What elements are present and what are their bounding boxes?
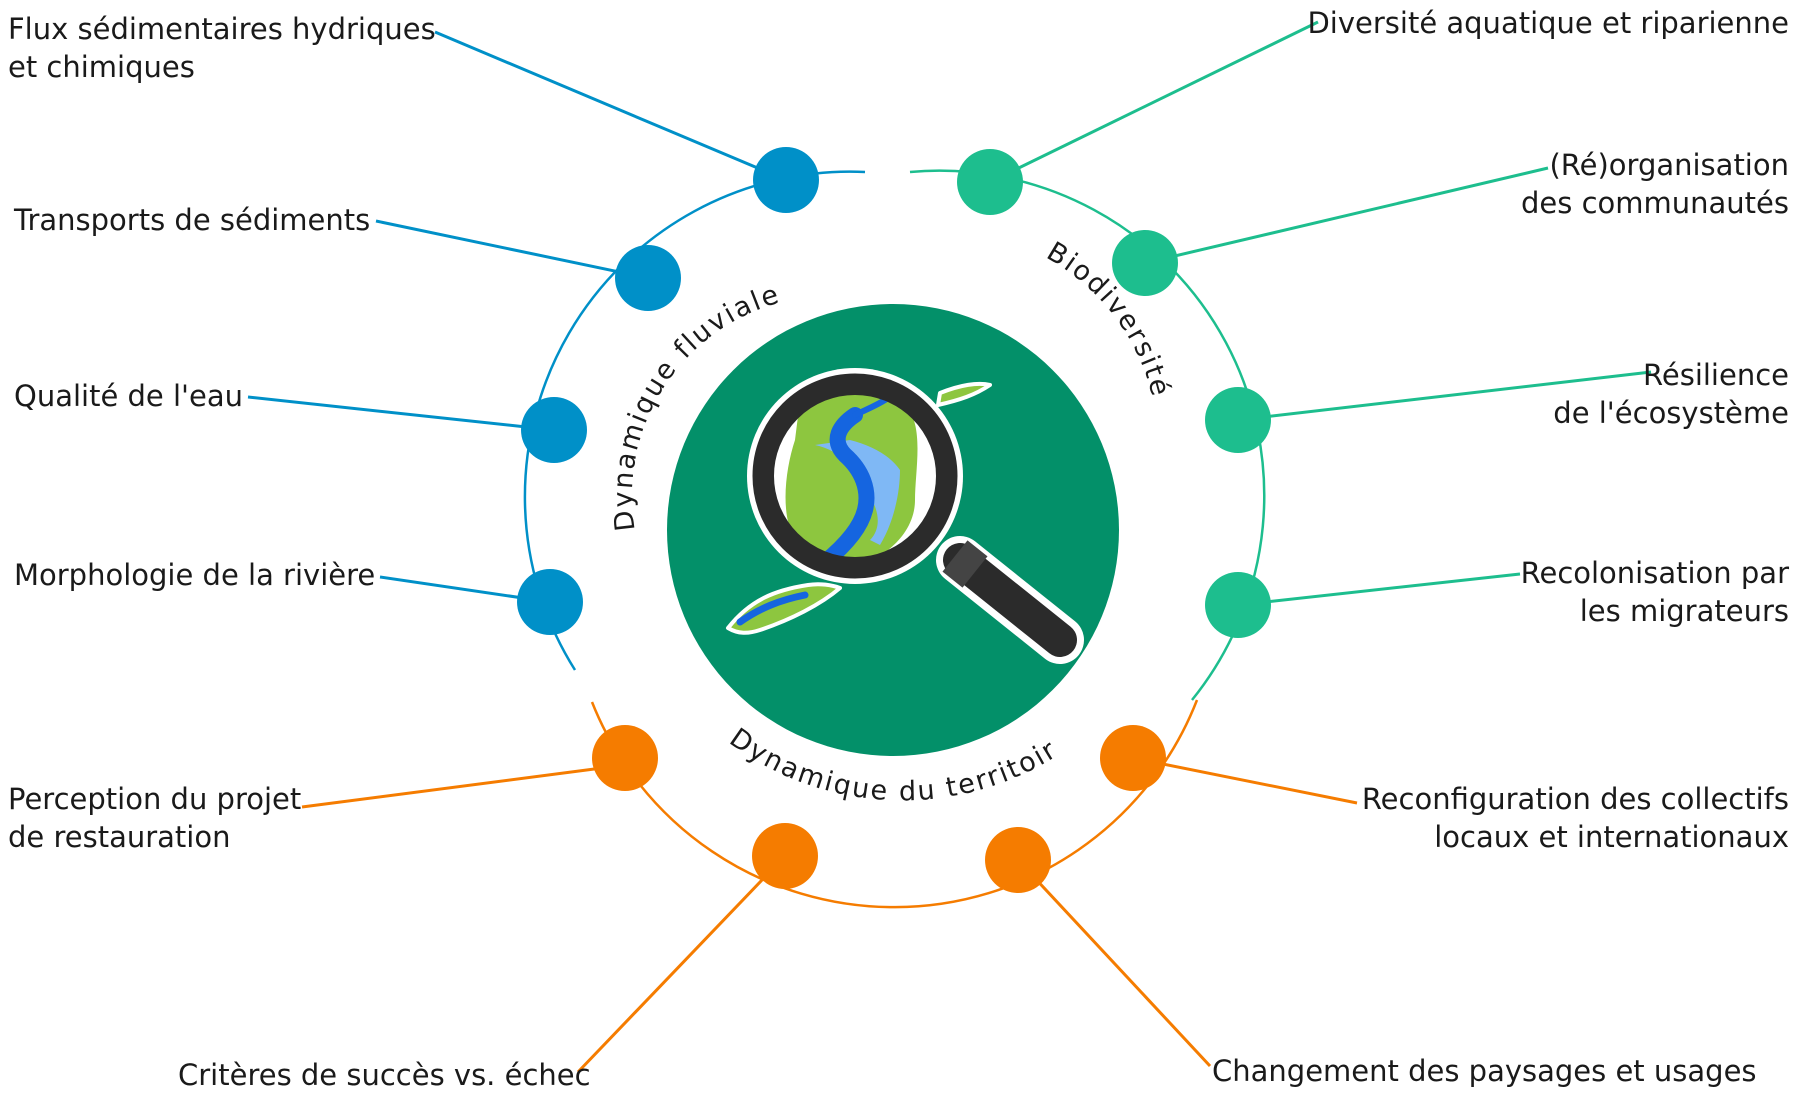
label-morphologie-line1: Morphologie de la rivière (14, 558, 376, 592)
spoke-changement (1016, 858, 1212, 1068)
label-reorganisation: (Ré)organisation des communautés (1521, 146, 1789, 222)
label-reconfiguration: Reconfiguration des collectifs locaux et… (1362, 780, 1789, 856)
node-diversite[interactable] (957, 149, 1023, 215)
label-criteres-line1: Critères de succès vs. échec (178, 1058, 591, 1092)
label-resilience-line1: Résilience (1643, 358, 1789, 392)
label-reconfiguration-line1: Reconfiguration des collectifs (1361, 782, 1789, 816)
label-morphologie: Morphologie de la rivière (14, 556, 375, 594)
spoke-diversite (989, 20, 1319, 184)
label-perception: Perception du projet de restauration (8, 780, 301, 856)
spoke-resilience (1237, 370, 1652, 422)
node-resilience[interactable] (1205, 387, 1271, 453)
arc-orange (590, 699, 1199, 909)
label-transports: Transports de sédiments (14, 201, 370, 239)
label-resilience-line2: de l'écosystème (1553, 396, 1789, 430)
label-perception-line1: Perception du projet (8, 782, 302, 816)
spoke-perception (301, 763, 626, 809)
label-recolonisation: Recolonisation par les migrateurs (1521, 554, 1789, 630)
spoke-flux (434, 30, 787, 182)
label-resilience: Résilience de l'écosystème (1553, 356, 1789, 432)
label-qualite-line1: Qualité de l'eau (14, 379, 244, 413)
label-recolonisation-line1: Recolonisation par (1520, 556, 1789, 590)
label-perception-line2: de restauration (8, 820, 231, 854)
node-perception[interactable] (592, 725, 658, 791)
node-transports[interactable] (615, 245, 681, 311)
spoke-qualite (247, 395, 555, 432)
label-criteres: Critères de succès vs. échec (178, 1056, 591, 1094)
label-diversite-line1: Diversité aquatique et riparienne (1307, 6, 1789, 40)
label-flux-line2: et chimiques (8, 50, 195, 84)
spoke-criteres (576, 854, 787, 1074)
node-recolonisation[interactable] (1205, 572, 1271, 638)
magnifying-glass-river-icon (726, 368, 1084, 664)
label-reorganisation-line2: des communautés (1521, 186, 1789, 220)
node-morphologie[interactable] (517, 569, 583, 635)
label-qualite: Qualité de l'eau (14, 377, 243, 415)
label-recolonisation-line2: les migrateurs (1579, 594, 1789, 628)
label-changement-line1: Changement des paysages et usages (1212, 1054, 1757, 1088)
spoke-recolonisation (1237, 572, 1521, 607)
label-flux-line1: Flux sédimentaires hydriques (8, 12, 436, 46)
node-reconfiguration[interactable] (1100, 725, 1166, 791)
node-flux[interactable] (753, 147, 819, 213)
node-qualite[interactable] (521, 397, 587, 463)
spoke-reconfiguration (1132, 756, 1358, 805)
spoke-transports (375, 219, 649, 280)
node-criteres[interactable] (752, 823, 818, 889)
label-transports-line1: Transports de sédiments (14, 203, 371, 237)
label-changement: Changement des paysages et usages (1212, 1052, 1757, 1090)
label-reconfiguration-line2: locaux et internationaux (1434, 820, 1789, 854)
label-diversite: Diversité aquatique et riparienne (1307, 4, 1789, 42)
label-reorganisation-line1: (Ré)organisation (1549, 148, 1789, 182)
node-changement[interactable] (985, 827, 1051, 893)
label-flux: Flux sédimentaires hydriques et chimique… (8, 10, 436, 86)
spoke-reorganisation (1144, 166, 1549, 265)
node-reorganisation[interactable] (1112, 230, 1178, 296)
